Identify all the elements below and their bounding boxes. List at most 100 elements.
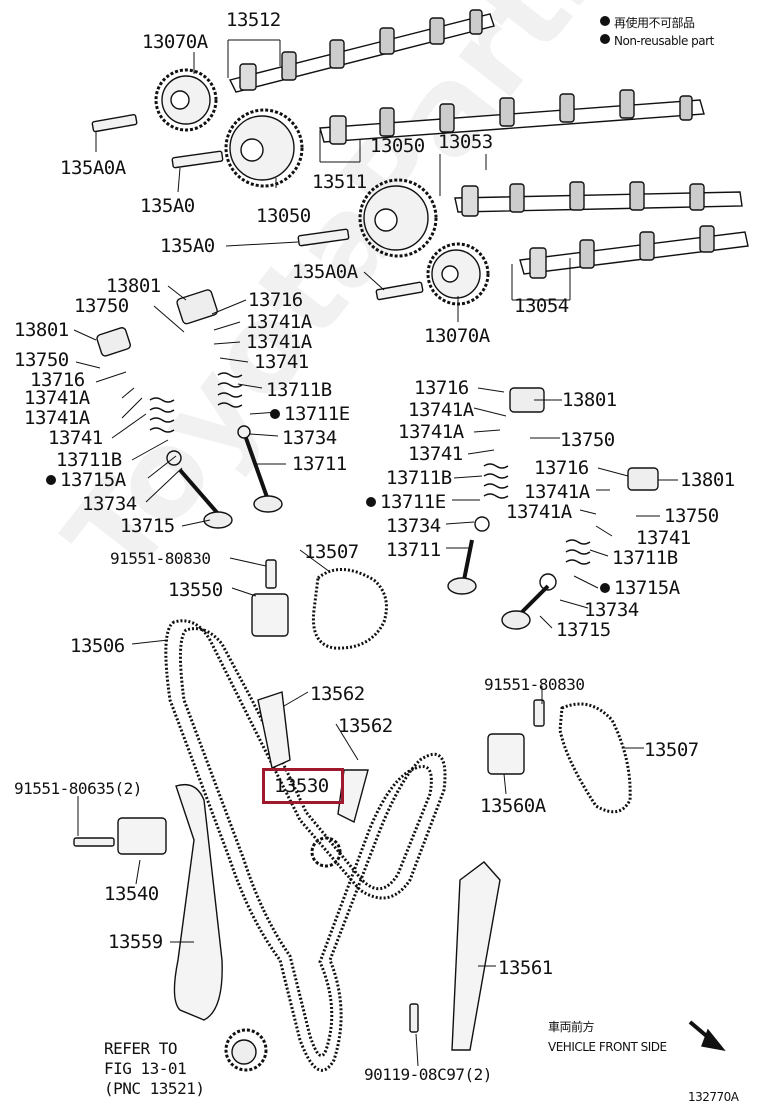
part-label-13711B[interactable]: 13711B bbox=[612, 547, 678, 569]
part-label-13741A[interactable]: 13741A bbox=[24, 407, 90, 429]
part-label-13050[interactable]: 13050 bbox=[370, 135, 425, 157]
part-label-13750[interactable]: 13750 bbox=[664, 505, 719, 527]
part-label-13711E[interactable]: 13711E bbox=[366, 492, 446, 512]
part-label-13716[interactable]: 13716 bbox=[414, 377, 469, 399]
valve-train-left bbox=[96, 289, 283, 529]
cam-sprocket-13070A-lower bbox=[426, 242, 490, 306]
part-label-13741[interactable]: 13741 bbox=[48, 427, 103, 449]
bolts bbox=[73, 113, 545, 1033]
non-reusable-dot-icon bbox=[600, 16, 610, 26]
legend-row-zh: 再使用不可部品 bbox=[600, 16, 695, 30]
part-label-13053[interactable]: 13053 bbox=[438, 131, 493, 153]
part-label-13734[interactable]: 13734 bbox=[386, 515, 441, 537]
part-label-13711[interactable]: 13711 bbox=[386, 539, 441, 561]
part-label-135A0[interactable]: 135A0 bbox=[140, 195, 195, 217]
part-label-13550[interactable]: 13550 bbox=[168, 579, 223, 601]
highlight-box-13530 bbox=[262, 768, 344, 804]
chain-guides bbox=[117, 593, 525, 1051]
part-label-13741[interactable]: 13741 bbox=[636, 527, 691, 549]
refer-text-line1: REFER TO bbox=[104, 1039, 178, 1058]
part-label-13741A[interactable]: 13741A bbox=[506, 501, 572, 523]
part-label-91551-80830[interactable]: 91551-80830 bbox=[110, 549, 211, 568]
part-label-13715[interactable]: 13715 bbox=[120, 515, 175, 537]
part-label-13070A[interactable]: 13070A bbox=[424, 325, 490, 347]
part-label-135A0A[interactable]: 135A0A bbox=[292, 261, 358, 283]
legend-row-en: Non-reusable part bbox=[600, 34, 714, 48]
part-label-13741A[interactable]: 13741A bbox=[524, 481, 590, 503]
part-label-13750[interactable]: 13750 bbox=[14, 349, 69, 371]
figure-id: 132770A bbox=[688, 1090, 739, 1104]
part-label-13716[interactable]: 13716 bbox=[534, 457, 589, 479]
part-label-13560A[interactable]: 13560A bbox=[480, 795, 546, 817]
part-label-13716[interactable]: 13716 bbox=[30, 369, 85, 391]
part-label-13070A[interactable]: 13070A bbox=[142, 31, 208, 53]
cam-sprocket-13050-lower bbox=[358, 178, 438, 258]
part-label-91551-80635[interactable]: 91551-80635(2) bbox=[14, 779, 142, 798]
part-label-13530[interactable]: 13530 bbox=[274, 775, 329, 797]
non-reusable-dot-icon bbox=[46, 475, 56, 485]
part-label-13507[interactable]: 13507 bbox=[644, 739, 699, 761]
refer-link-fig[interactable]: FIG 13-01 bbox=[104, 1059, 187, 1078]
part-label-13734[interactable]: 13734 bbox=[82, 493, 137, 515]
part-label-13741[interactable]: 13741 bbox=[408, 443, 463, 465]
refer-text-pnc: (PNC 13521) bbox=[104, 1079, 205, 1098]
camshaft-lower-left bbox=[454, 181, 743, 217]
part-label-13559[interactable]: 13559 bbox=[108, 931, 163, 953]
timing-chain-right-13507 bbox=[558, 702, 632, 814]
camshaft-upper-left bbox=[228, 9, 495, 93]
part-label-13711E[interactable]: 13711E bbox=[270, 404, 350, 424]
part-label-13711B[interactable]: 13711B bbox=[266, 379, 332, 401]
part-label-13741A[interactable]: 13741A bbox=[246, 311, 312, 333]
front-side-label-zh: 車両前方 bbox=[548, 1020, 595, 1034]
part-label-13507[interactable]: 13507 bbox=[304, 541, 359, 563]
part-label-13561[interactable]: 13561 bbox=[498, 957, 553, 979]
part-label-13711B[interactable]: 13711B bbox=[56, 449, 122, 471]
part-label-13741A[interactable]: 13741A bbox=[398, 421, 464, 443]
part-label-91551-80830[interactable]: 91551-80830 bbox=[484, 675, 585, 694]
cam-sprocket-13070A-upper bbox=[154, 68, 218, 132]
part-label-13741A[interactable]: 13741A bbox=[24, 387, 90, 409]
non-reusable-dot-icon bbox=[270, 409, 280, 419]
valve-train-right bbox=[447, 387, 659, 630]
part-label-13506[interactable]: 13506 bbox=[70, 635, 125, 657]
non-reusable-dot-icon bbox=[600, 583, 610, 593]
part-label-13512[interactable]: 13512 bbox=[226, 9, 281, 31]
part-label-13715A[interactable]: 13715A bbox=[46, 470, 126, 490]
part-label-13711B[interactable]: 13711B bbox=[386, 467, 452, 489]
camshaft-lower-right bbox=[519, 225, 749, 279]
front-side-label-en: VEHICLE FRONT SIDE bbox=[548, 1040, 667, 1054]
front-arrow-icon bbox=[688, 1020, 726, 1052]
part-label-13511[interactable]: 13511 bbox=[312, 171, 367, 193]
part-label-13716[interactable]: 13716 bbox=[248, 289, 303, 311]
part-label-13801[interactable]: 13801 bbox=[106, 275, 161, 297]
timing-chain-upper-13507 bbox=[311, 568, 388, 650]
part-label-13054[interactable]: 13054 bbox=[514, 295, 569, 317]
part-label-13715[interactable]: 13715 bbox=[556, 619, 611, 641]
part-label-13801[interactable]: 13801 bbox=[14, 319, 69, 341]
part-label-13750[interactable]: 13750 bbox=[560, 429, 615, 451]
part-label-13540[interactable]: 13540 bbox=[104, 883, 159, 905]
part-label-13741A[interactable]: 13741A bbox=[408, 399, 474, 421]
part-label-13050[interactable]: 13050 bbox=[256, 205, 311, 227]
part-label-13750[interactable]: 13750 bbox=[74, 295, 129, 317]
part-label-135A0[interactable]: 135A0 bbox=[160, 235, 215, 257]
part-label-13741[interactable]: 13741 bbox=[254, 351, 309, 373]
non-reusable-dot-icon bbox=[366, 497, 376, 507]
part-label-13801[interactable]: 13801 bbox=[680, 469, 735, 491]
part-label-13741A[interactable]: 13741A bbox=[246, 331, 312, 353]
part-label-13562[interactable]: 13562 bbox=[338, 715, 393, 737]
part-label-13562[interactable]: 13562 bbox=[310, 683, 365, 705]
part-label-13801[interactable]: 13801 bbox=[562, 389, 617, 411]
part-label-13734[interactable]: 13734 bbox=[282, 427, 337, 449]
part-label-90119-08C97[interactable]: 90119-08C97(2) bbox=[364, 1065, 492, 1084]
part-label-13715A[interactable]: 13715A bbox=[600, 578, 680, 598]
part-label-13711[interactable]: 13711 bbox=[292, 453, 347, 475]
cam-sprocket-13050-upper bbox=[224, 108, 304, 188]
part-label-135A0A[interactable]: 135A0A bbox=[60, 157, 126, 179]
part-label-13734[interactable]: 13734 bbox=[584, 599, 639, 621]
camshaft-upper-right bbox=[319, 89, 705, 145]
leader-lines bbox=[73, 39, 678, 1067]
non-reusable-dot-icon bbox=[600, 34, 610, 44]
